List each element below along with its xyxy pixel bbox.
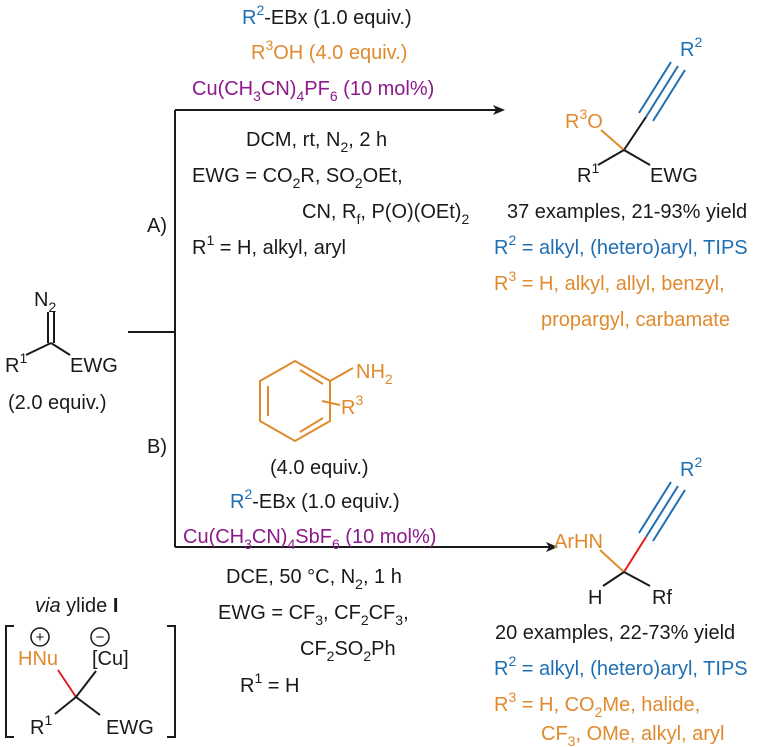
starting-material: N2 R1 EWG (2.0 equiv.): [5, 289, 118, 414]
route-b-cond1: DCE, 50 °C, N2, 1 h: [226, 566, 402, 592]
route-a-r2-scope: R2 = alkyl, (hetero)aryl, TIPS: [494, 232, 748, 259]
route-a-label: A): [147, 215, 167, 237]
route-b-cond4: R1 = H: [240, 670, 300, 697]
aniline-nh2: NH2: [356, 361, 393, 387]
route-b-aniline: NH2 R3 (4.0 equiv.): [259, 359, 393, 479]
ylide-caption: via ylide I: [35, 595, 118, 617]
route-b-r3-scope-line2: CF3, OMe, alkyl, aryl: [541, 723, 724, 747]
aniline-equiv: (4.0 equiv.): [270, 457, 369, 479]
route-a-cond3: CN, Rf, P(O)(OEt)2: [302, 201, 469, 227]
product-b-rf: Rf: [652, 587, 672, 609]
branch-lines: [128, 105, 558, 552]
route-b-scope: 20 examples, 22-73% yield R2 = alkyl, (h…: [494, 622, 748, 747]
route-a-conditions: DCM, rt, N2, 2 h EWG = CO2R, SO2OEt, CN,…: [192, 129, 469, 259]
route-b-examples: 20 examples, 22-73% yield: [495, 622, 735, 644]
route-a-cond1: DCM, rt, N2, 2 h: [246, 129, 387, 155]
route-b-catalyst: Cu(CH3CN)4SbF6 (10 mol%): [183, 526, 436, 552]
product-b-r2: R2: [680, 454, 702, 481]
route-a-catalyst: Cu(CH3CN)4PF6 (10 mol%): [192, 78, 434, 104]
product-a-ewg: EWG: [650, 165, 698, 187]
route-b-conditions: DCE, 50 °C, N2, 1 h EWG = CF3, CF2CF3, C…: [218, 566, 409, 697]
route-b-reagents: R2-EBx (1.0 equiv.) Cu(CH3CN)4SbF6 (10 m…: [183, 486, 436, 552]
route-a-reagent1: R2-EBx (1.0 equiv.): [242, 2, 412, 29]
route-b-label: B): [147, 436, 167, 458]
route-b-product: R2 ArHN H Rf: [554, 454, 702, 609]
ylide-box: via ylide I + − HNu [Cu] R1 EWG: [5, 595, 176, 739]
minus-charge: −: [96, 629, 105, 646]
route-a-reagent2: R3OH (4.0 equiv.): [251, 37, 407, 64]
route-b-reagent1: R2-EBx (1.0 equiv.): [230, 486, 400, 513]
ylide-r1: R1: [30, 712, 52, 739]
route-a-examples: 37 examples, 21-93% yield: [507, 201, 747, 223]
route-a-r3-scope: R3 = H, alkyl, allyl, benzyl,: [494, 268, 725, 295]
ylide-hnu: HNu: [18, 648, 58, 670]
start-equiv: (2.0 equiv.): [8, 392, 107, 414]
product-b-arhn: ArHN: [554, 531, 603, 553]
start-ewg: EWG: [70, 355, 118, 377]
route-a-r3-scope-line2: propargyl, carbamate: [541, 309, 730, 331]
plus-charge: +: [36, 629, 45, 646]
route-b-cond3: CF2SO2Ph: [300, 638, 396, 664]
ylide-cu: [Cu]: [92, 648, 129, 670]
route-a-cond2: EWG = CO2R, SO2OEt,: [192, 165, 403, 191]
start-n2: N2: [34, 289, 56, 315]
route-b-r3-scope: R3 = H, CO2Me, halide,: [494, 689, 700, 720]
product-b-h: H: [588, 587, 602, 609]
route-b-cond2: EWG = CF3, CF2CF3,: [218, 602, 409, 628]
ylide-ewg: EWG: [106, 717, 154, 739]
aniline-r3: R3: [341, 392, 363, 419]
route-a-product: R2 R3O R1 EWG: [565, 34, 702, 187]
route-b-r2-scope: R2 = alkyl, (hetero)aryl, TIPS: [494, 653, 748, 680]
route-a-reagents: R2-EBx (1.0 equiv.) R3OH (4.0 equiv.) Cu…: [192, 2, 434, 104]
route-a-cond4: R1 = H, alkyl, aryl: [192, 232, 346, 259]
product-a-r2: R2: [680, 34, 702, 61]
product-a-r1: R1: [577, 160, 599, 187]
product-a-r3o: R3O: [565, 106, 603, 133]
start-r1: R1: [5, 350, 27, 377]
route-a-scope: 37 examples, 21-93% yield R2 = alkyl, (h…: [494, 201, 748, 331]
